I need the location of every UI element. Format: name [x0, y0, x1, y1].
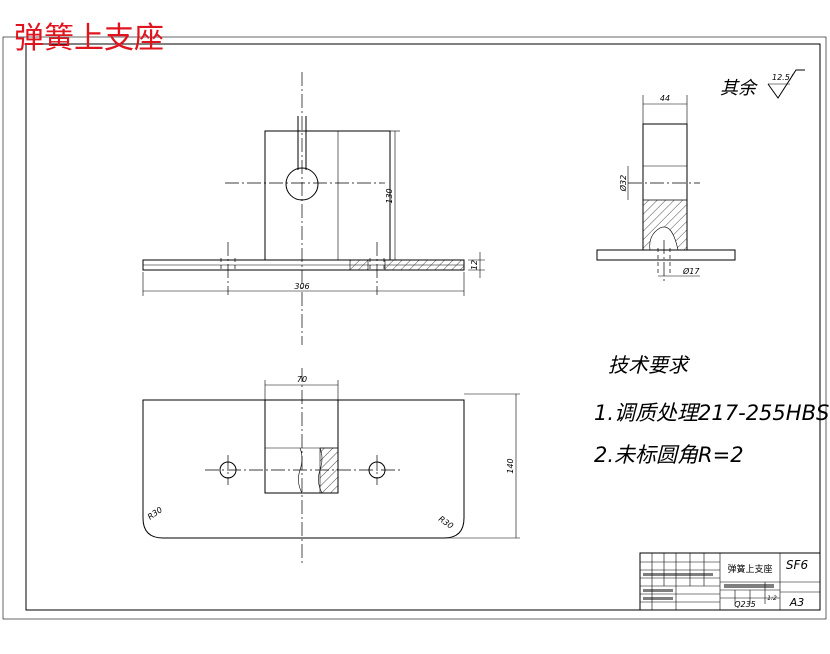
title-block-material: Q235	[734, 600, 756, 609]
title-block-name: 弹簧上支座	[727, 563, 772, 575]
dim-side-bore: Ø32	[618, 175, 628, 192]
front-view: 130 12 306	[142, 72, 485, 345]
requirements-heading: 技术要求	[608, 353, 691, 377]
dim-front-height: 130	[385, 188, 394, 203]
inner-border	[25, 43, 821, 611]
dim-top-corner-left: R30	[146, 505, 164, 521]
dim-front-width: 306	[294, 282, 309, 291]
top-view: 70 140 R30 R30	[142, 368, 520, 565]
drawing-title: 弹簧上支座	[14, 21, 164, 56]
dim-side-width: 44	[660, 94, 670, 103]
requirement-1: 1.调质处理217-255HBS	[594, 401, 829, 425]
dim-side-hole: Ø17	[682, 266, 700, 276]
dim-top-corner-right: R30	[437, 514, 455, 530]
dim-front-base-thk: 12	[470, 260, 479, 270]
side-view: 44 Ø32 Ø17	[596, 94, 736, 282]
outer-border	[2, 36, 827, 620]
title-block-code: SF6	[786, 558, 809, 572]
roughness-value: 12.5/	[772, 73, 794, 82]
dim-top-slot-width: 70	[297, 375, 307, 384]
requirement-2: 2.未标圆角R=2	[594, 443, 744, 467]
roughness-symbol	[767, 69, 805, 99]
title-block-size: A3	[789, 596, 805, 609]
dim-top-depth: 140	[506, 458, 515, 473]
roughness-label: 其余	[720, 78, 758, 99]
title-block	[639, 552, 821, 611]
title-block-scale: 1:2	[767, 595, 777, 602]
